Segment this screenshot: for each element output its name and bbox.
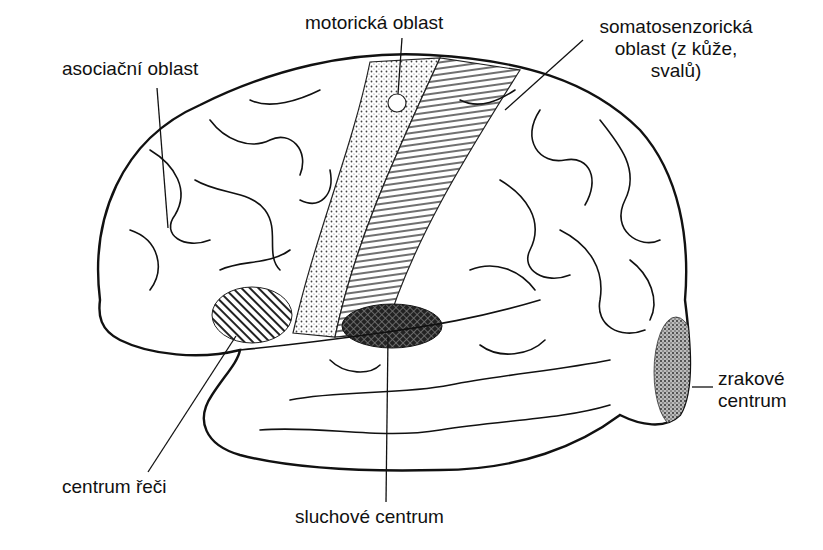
area-label: sluchové centrum [293, 506, 446, 528]
brain-outline [98, 54, 690, 470]
visual-area [654, 317, 698, 427]
area-label: motorická oblast [303, 12, 445, 34]
speech-area [212, 287, 292, 343]
leader-lines [148, 38, 713, 502]
area-label: somatosenzorická oblast (z kůže, svalů) [588, 16, 764, 82]
area-label: zrakové centrum [716, 368, 816, 412]
somatosensory-area [335, 58, 520, 337]
area-label: centrum řeči [60, 476, 169, 498]
gyri [130, 90, 660, 434]
area-label: asociační oblast [60, 58, 200, 80]
